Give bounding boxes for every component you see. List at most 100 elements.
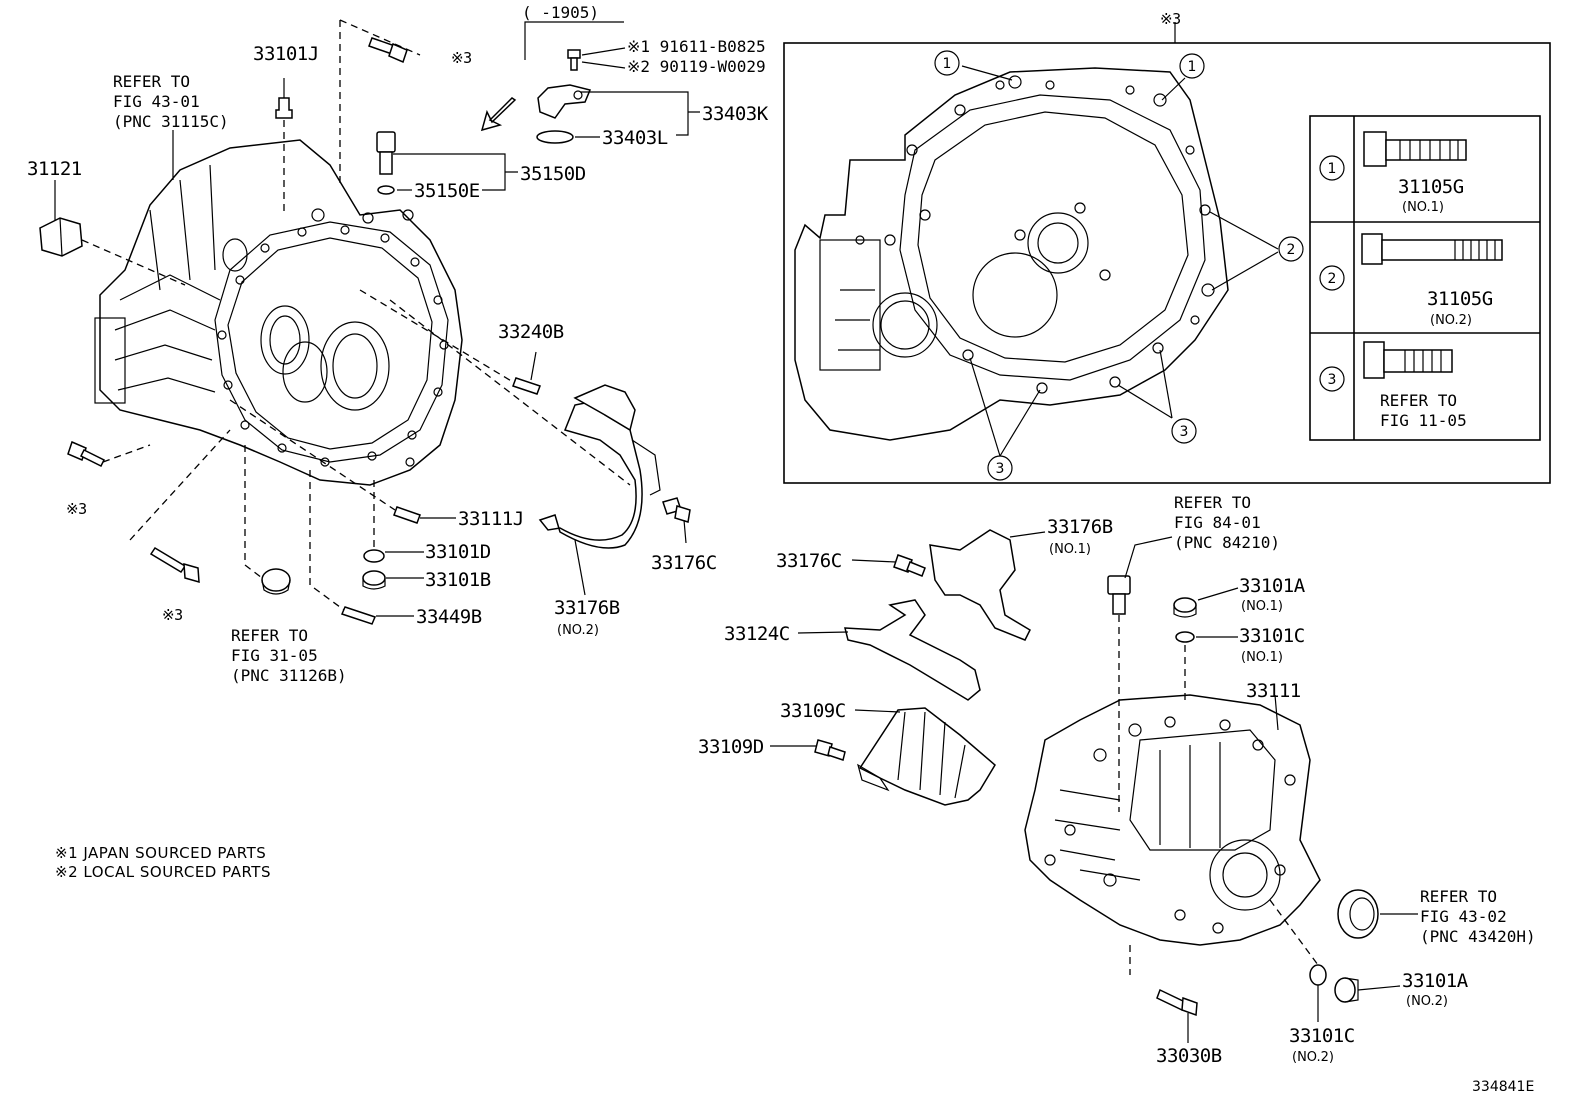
label-31105G-no2: 31105G [1427,288,1493,310]
inset-leaders [961,65,1279,457]
label-inset-mark3: ※3 [1160,10,1181,28]
plug-33101A-no2 [1334,977,1359,1003]
bolt-31105G-no1 [1363,131,1467,167]
label-33101A-no2-sub: (NO.2) [1406,994,1448,1009]
bracket-33176B-no1 [929,529,1031,641]
label-33176B-no2-sub: (NO.2) [557,623,599,638]
label-33403K: 33403K [702,103,769,125]
circled-1-a: 1 [934,50,960,76]
part-labels: 33101J ※3 31121 33240B 33111J 33101D 331… [27,3,1534,1095]
plug-33101A-no1 [1173,597,1197,618]
figure-id: 334841E [1472,1079,1534,1095]
label-31121: 31121 [27,158,82,180]
label-33111J: 33111J [458,508,524,530]
label-mark3-lower: ※3 [162,606,183,624]
ref-84-01-line2: FIG 84-01 [1174,513,1261,532]
label-33101B: 33101B [425,569,491,591]
circled-2: 2 [1278,236,1304,262]
circled-number: 1 [1188,59,1197,75]
ref-43-01-line2: FIG 43-01 [113,92,200,111]
bolt-mark3-lower [149,546,200,584]
ref-43-02-line1: REFER TO [1420,887,1497,906]
ref-11-05-line2: FIG 11-05 [1380,411,1467,430]
circled-number: 3 [1180,424,1189,440]
legend-circled-1: 1 [1328,161,1337,177]
circled-3-b: 3 [1171,418,1197,444]
label-33449B: 33449B [416,606,482,628]
bolt-33030B [1156,988,1198,1017]
label-33101C-no1-sub: (NO.1) [1241,650,1283,665]
oring-33403L [536,130,574,144]
legend-circled-3: 3 [1328,372,1337,388]
bolt-91611 [567,49,581,71]
circled-number: 2 [1287,242,1296,258]
label-bolt-91611: ※1 91611-B0825 [627,37,766,56]
label-33101A-no1-sub: (NO.1) [1241,599,1283,614]
pin-33240B [512,377,541,395]
label-33030B: 33030B [1156,1045,1222,1067]
ref-43-01-line1: REFER TO [113,72,190,91]
label-33403L: 33403L [602,127,668,149]
label-33101C-no1: 33101C [1239,625,1305,647]
seal-43420H [1337,889,1379,939]
label-33240B: 33240B [498,321,564,343]
refer-to-labels: REFER TO FIG 43-01 (PNC 31115C) REFER TO… [113,72,1536,946]
bolt-legend-table: 1 2 3 [1309,115,1541,441]
oring-35150E [377,185,395,195]
circled-1-b: 1 [1179,53,1205,79]
ref-31-05-line3: (PNC 31126B) [231,666,347,685]
ref-43-01-line3: (PNC 31115C) [113,112,229,131]
note-japan-sourced: ※1 JAPAN SOURCED PARTS [55,844,266,862]
leader-lines [54,22,1418,1043]
label-bolt-90119: ※2 90119-W0029 [627,57,766,76]
ref-11-05-line1: REFER TO [1380,391,1457,410]
seal-33449B [340,606,377,625]
bolt-mark3-left [67,440,106,468]
heat-shield-33109C [857,707,996,806]
legend-circled-2: 2 [1328,271,1337,287]
label-33111: 33111 [1246,680,1301,702]
label-33101C-no2-sub: (NO.2) [1292,1050,1334,1065]
ref-31-05-line1: REFER TO [231,626,308,645]
pin-33111J [393,506,421,524]
bolt-33176C-left [662,497,691,523]
transmission-case-drawing [1024,694,1321,946]
bolt-ref-11-05 [1363,341,1453,379]
bolt-33176C-right [893,554,926,577]
bolt-mark3-top [368,37,408,64]
label-33124C: 33124C [724,623,790,645]
label-35150E: 35150E [414,180,480,202]
direction-arrow [480,97,517,132]
bolt-31105G-no2 [1361,233,1503,265]
sensor-84210 [1107,575,1131,615]
circled-3-a: 3 [987,455,1013,481]
plug-33101B [362,570,386,590]
label-mark3-top: ※3 [451,49,472,67]
label-33176B-no1: 33176B [1047,516,1113,538]
ref-84-01-line3: (PNC 84210) [1174,533,1280,552]
bolt-33101J [275,97,293,119]
ref-43-02-line2: FIG 43-02 [1420,907,1507,926]
label-33101J: 33101J [253,43,319,65]
washer-33101C-no1 [1175,631,1195,643]
circled-number: 3 [996,461,1005,477]
plate-33403K [537,84,592,119]
label-33101C-no2: 33101C [1289,1025,1355,1047]
ref-31-05-line2: FIG 31-05 [231,646,318,665]
label-33176C-right: 33176C [776,550,842,572]
label-33101D: 33101D [425,541,491,563]
sensor-35150D [376,131,396,175]
washer-33101D [363,549,385,563]
label-31105G-no1-sub: (NO.1) [1402,200,1444,215]
label-33176B-no1-sub: (NO.1) [1049,542,1091,557]
inset-box [783,42,1551,484]
circled-number: 1 [943,56,952,72]
sourcing-notes: ※1 JAPAN SOURCED PARTS ※2 LOCAL SOURCED … [55,844,270,881]
label-31105G-no2-sub: (NO.2) [1430,313,1472,328]
label-33109C: 33109C [780,700,846,722]
label-date-range: ( -1905) [522,3,599,22]
cover-33176B-no2 [538,384,661,549]
label-31105G-no1: 31105G [1398,176,1464,198]
label-33101A-no2: 33101A [1402,970,1469,992]
